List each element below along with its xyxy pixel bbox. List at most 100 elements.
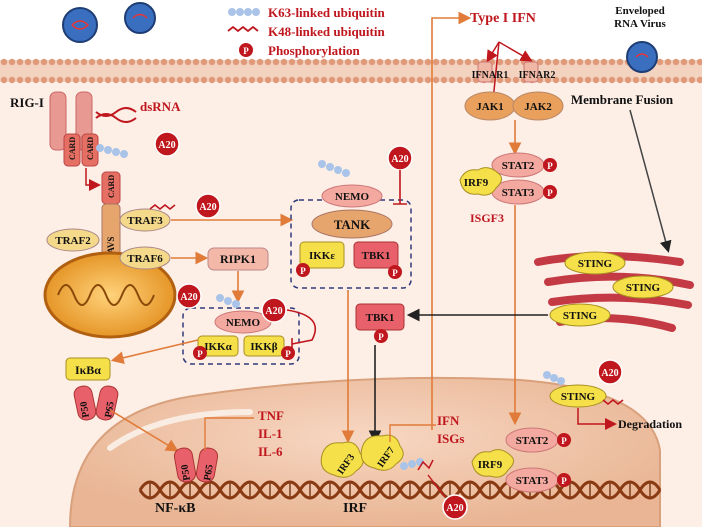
ikk-complex-box [182,307,300,365]
svg-text:P: P [561,436,567,446]
a20-irf-link [427,474,446,498]
ubiquitin-chain-rig [96,144,128,158]
ikba-node [65,357,111,381]
svg-text:P: P [561,476,567,486]
ikk-to-ikba-arrow [110,339,199,365]
phospho-stat-nuc: P P [557,433,571,487]
p65-label-nuc: P65 [202,464,216,482]
irf9-node [459,167,502,196]
p50-label-cyto: P50 [78,401,92,419]
rig-i-helicase [49,91,67,151]
sting-node-2 [612,275,674,299]
ubiquitin-chain-nemo [216,294,240,308]
ripk1-label: RIPK1 [220,252,256,266]
sting-label-3: STING [563,310,598,322]
p50-node-nuc [173,447,197,483]
stat3-label: STAT3 [502,187,535,199]
ubiquitin-chain-irf [400,458,434,471]
rig-i-label: RIG-I [10,95,44,110]
irf9-node-nuc [471,449,514,478]
irf3-node [320,441,364,478]
a20-inhibit-tank [393,170,407,205]
tank-node [311,209,393,239]
tbk1-node-tank [353,241,399,269]
sting-node-3 [549,303,611,327]
dna-helix [138,480,662,500]
type1-ifn-label: Type I IFN [470,11,536,26]
ubiquitin-chain-sting [543,371,624,406]
il6-label: IL-6 [258,444,283,459]
p50-node-cyto [73,385,97,421]
a20-badge-sting [597,359,623,385]
phospho-tbk1 [374,329,388,343]
ikka-label: IKKα [204,341,232,353]
jak2-node [512,91,564,121]
degradation-label: Degradation [618,417,682,431]
a20-label-ikk: A20 [180,292,197,303]
a20-badge-ikk [176,283,202,309]
svg-text:P: P [285,349,291,359]
p50-label-nuc: P50 [179,464,193,482]
ubiquitin-chain-nemo-top [318,160,350,177]
tank-label: TANK [334,217,371,232]
p65-node-nuc [195,447,219,483]
phospho-ikk: P P [193,346,295,360]
sting-node-degrade [549,384,607,408]
irf9-label: IRF9 [464,177,489,189]
enveloped-label: Enveloped [615,5,665,17]
ikke-label: IKKε [309,250,335,262]
ifnar2-label: IFNAR2 [519,70,556,81]
traf2-label: TRAF2 [55,235,91,247]
legend-k63: K63-linked ubiquitin [268,5,385,20]
sting-label-2: STING [626,282,661,294]
a20-inhibit-ikk [286,309,317,345]
svg-text:P: P [300,266,306,276]
tnf-label: TNF [258,408,284,423]
ifnar1-label: IFNAR1 [472,70,509,81]
legend: K63-linked ubiquitin K48-linked ubiquiti… [227,5,385,58]
a20-label-irf: A20 [446,503,463,514]
a20-badge-rig [154,131,180,157]
mavs-label: MAVS [106,237,116,262]
card-label-1: CARD [68,137,77,160]
nfkb-to-cytokines-arrow [204,417,254,450]
irf-label: IRF [343,501,367,516]
jak2-label: JAK2 [524,101,552,113]
fusion-arrow [629,109,672,253]
mavs-card-label: CARD [107,175,116,198]
ifn-secretion-arrow [431,11,472,430]
stat2-label-nuc: STAT2 [516,435,549,447]
svg-text:P: P [197,349,203,359]
a20-badge-nemo [261,297,287,323]
a20-label-sting: A20 [601,368,618,379]
nemo-node-top [321,184,383,208]
sting-node-1 [564,251,626,275]
nuclear-highlight [107,409,253,451]
irf9-label-nuc: IRF9 [478,459,503,471]
phosphate-symbol: P [243,46,249,56]
a20-badge-irf [442,494,468,520]
ifnar-receptors [477,41,539,111]
svg-text:P: P [547,188,553,198]
nfkb-translocate-arrow [109,409,179,452]
mitochondrion [43,251,177,339]
a20-label-nemo: A20 [265,306,282,317]
card-label-2: CARD [86,137,95,160]
tbk1-label-tank: TBK1 [362,250,391,262]
svg-text:P: P [547,161,553,171]
tank-complex-box [290,199,412,289]
phospho-tank: P P [296,263,402,279]
traf3-node [119,208,171,232]
phospho-stat: P P [543,158,557,199]
tbk1-label: TBK1 [366,312,395,324]
card-domain-1 [63,133,81,167]
legend-phos: Phosphorylation [268,43,361,58]
k48-ubiquitin-icon [227,25,259,33]
irf7-node [360,434,404,471]
k63-ubiquitin-icon [228,8,260,16]
traf6-node [119,246,171,270]
isgf3-label: ISGF3 [470,211,504,225]
legend-k48: K48-linked ubiquitin [268,24,385,39]
plasma-membrane [0,58,702,84]
